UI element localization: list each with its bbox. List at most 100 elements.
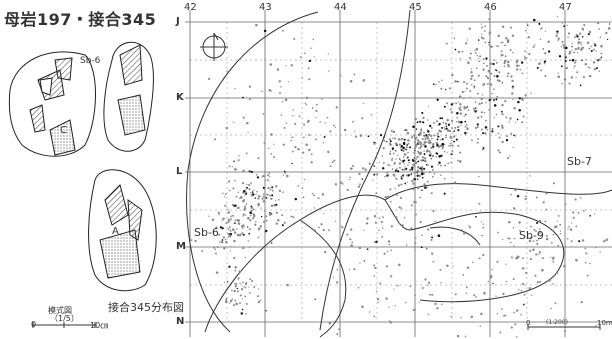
artifact-dot — [476, 141, 479, 144]
artifact-dot — [571, 49, 573, 51]
artifact-dot — [503, 44, 506, 47]
artifact-dot — [469, 226, 471, 229]
artifact-dot — [438, 129, 441, 133]
artifact-dot — [270, 133, 273, 136]
artifact-dot — [396, 167, 398, 170]
artifact-dot — [381, 227, 384, 229]
artifact-dot — [575, 76, 577, 79]
artifact-dot — [561, 65, 563, 68]
artifact-dot — [439, 269, 442, 271]
artifact-dot — [514, 135, 516, 137]
artifact-dot — [226, 280, 229, 283]
artifact-dot — [315, 116, 317, 119]
artifact-dot — [390, 225, 394, 228]
artifact-dot — [431, 155, 434, 158]
artifact-dot — [422, 176, 424, 179]
artifact-dot — [483, 62, 485, 65]
artifact-dot — [282, 191, 284, 193]
artifact-dot — [405, 174, 408, 177]
artifact-dot — [463, 115, 465, 117]
artifact-dot — [444, 164, 447, 167]
artifact-dot — [598, 59, 600, 61]
artifact-dot — [505, 116, 508, 119]
artifact-dot — [322, 228, 325, 232]
artifact-dot — [517, 100, 520, 104]
artifact-dot — [554, 225, 557, 229]
artifact-dot — [517, 288, 520, 291]
artifact-dot — [270, 197, 273, 200]
artifact-dot — [505, 139, 509, 142]
artifact-dot — [463, 231, 466, 235]
artifact-dot — [569, 59, 571, 62]
artifact-dot — [563, 264, 566, 268]
artifact-dot — [576, 52, 579, 54]
artifact-dot — [273, 203, 276, 207]
artifact-dot — [464, 125, 467, 128]
artifact-dot — [249, 98, 251, 101]
artifact-dot — [456, 117, 459, 119]
artifact-dot — [464, 120, 467, 123]
artifact-dot — [473, 85, 475, 87]
artifact-dot — [456, 125, 460, 129]
artifact-dot — [474, 49, 476, 52]
artifact-dot — [509, 155, 511, 157]
artifact-dot — [427, 130, 430, 133]
artifact-dot — [335, 106, 338, 109]
artifact-dot — [469, 233, 472, 237]
artifact-dot — [482, 253, 485, 257]
artifact-dot — [432, 260, 435, 263]
artifact-dot — [284, 170, 286, 173]
artifact-dot — [544, 52, 547, 55]
artifact-dot — [290, 139, 292, 142]
artifact-dot — [276, 68, 280, 71]
artifact-dot — [441, 117, 444, 120]
artifact-dot — [424, 278, 427, 281]
artifact-dot — [291, 136, 294, 139]
artifact-dot — [524, 198, 527, 201]
artifact-dot — [415, 213, 417, 216]
artifact-dot — [423, 159, 427, 163]
artifact-dot — [400, 145, 403, 148]
artifact-dot — [357, 185, 360, 188]
artifact-dot — [386, 250, 389, 253]
artifact-dot — [426, 186, 428, 189]
artifact-dot — [201, 250, 204, 252]
artifact-dot — [504, 36, 508, 40]
artifact-dot — [450, 103, 453, 106]
artifact-dot — [468, 57, 471, 60]
artifact-dot — [442, 121, 445, 124]
artifact-dot — [441, 142, 444, 146]
artifact-dot — [381, 167, 385, 170]
artifact-dot — [281, 101, 284, 103]
artifact-dot — [441, 126, 443, 129]
artifact-dot — [540, 69, 543, 72]
artifact-dot — [389, 275, 392, 277]
artifact-dot — [484, 41, 487, 44]
artifact-dot — [431, 143, 434, 146]
artifact-dot — [305, 103, 308, 106]
artifact-dot — [324, 122, 326, 124]
artifact-dot — [470, 315, 474, 319]
artifact-dot — [236, 287, 238, 290]
artifact-dot — [270, 90, 272, 92]
artifact-dot — [421, 189, 423, 191]
artifact-dot — [503, 61, 506, 65]
artifact-dot — [411, 166, 414, 169]
artifact-dot — [281, 214, 284, 217]
artifact-dot — [227, 228, 229, 230]
artifact-dot — [400, 159, 402, 161]
artifact-dot — [552, 233, 555, 236]
artifact-dot — [496, 260, 499, 263]
artifact-dot — [386, 174, 389, 177]
artifact-dot — [490, 98, 492, 101]
artifact-dot — [414, 294, 416, 297]
artifact-dot — [393, 288, 395, 290]
artifact-dot — [480, 102, 483, 105]
artifact-dot — [490, 72, 493, 75]
artifact-dot — [454, 80, 457, 83]
artifact-dot — [259, 299, 262, 302]
artifact-dot — [419, 134, 421, 137]
artifact-dot — [230, 219, 232, 221]
artifact-dot — [236, 290, 239, 293]
artifact-dot — [427, 284, 429, 286]
